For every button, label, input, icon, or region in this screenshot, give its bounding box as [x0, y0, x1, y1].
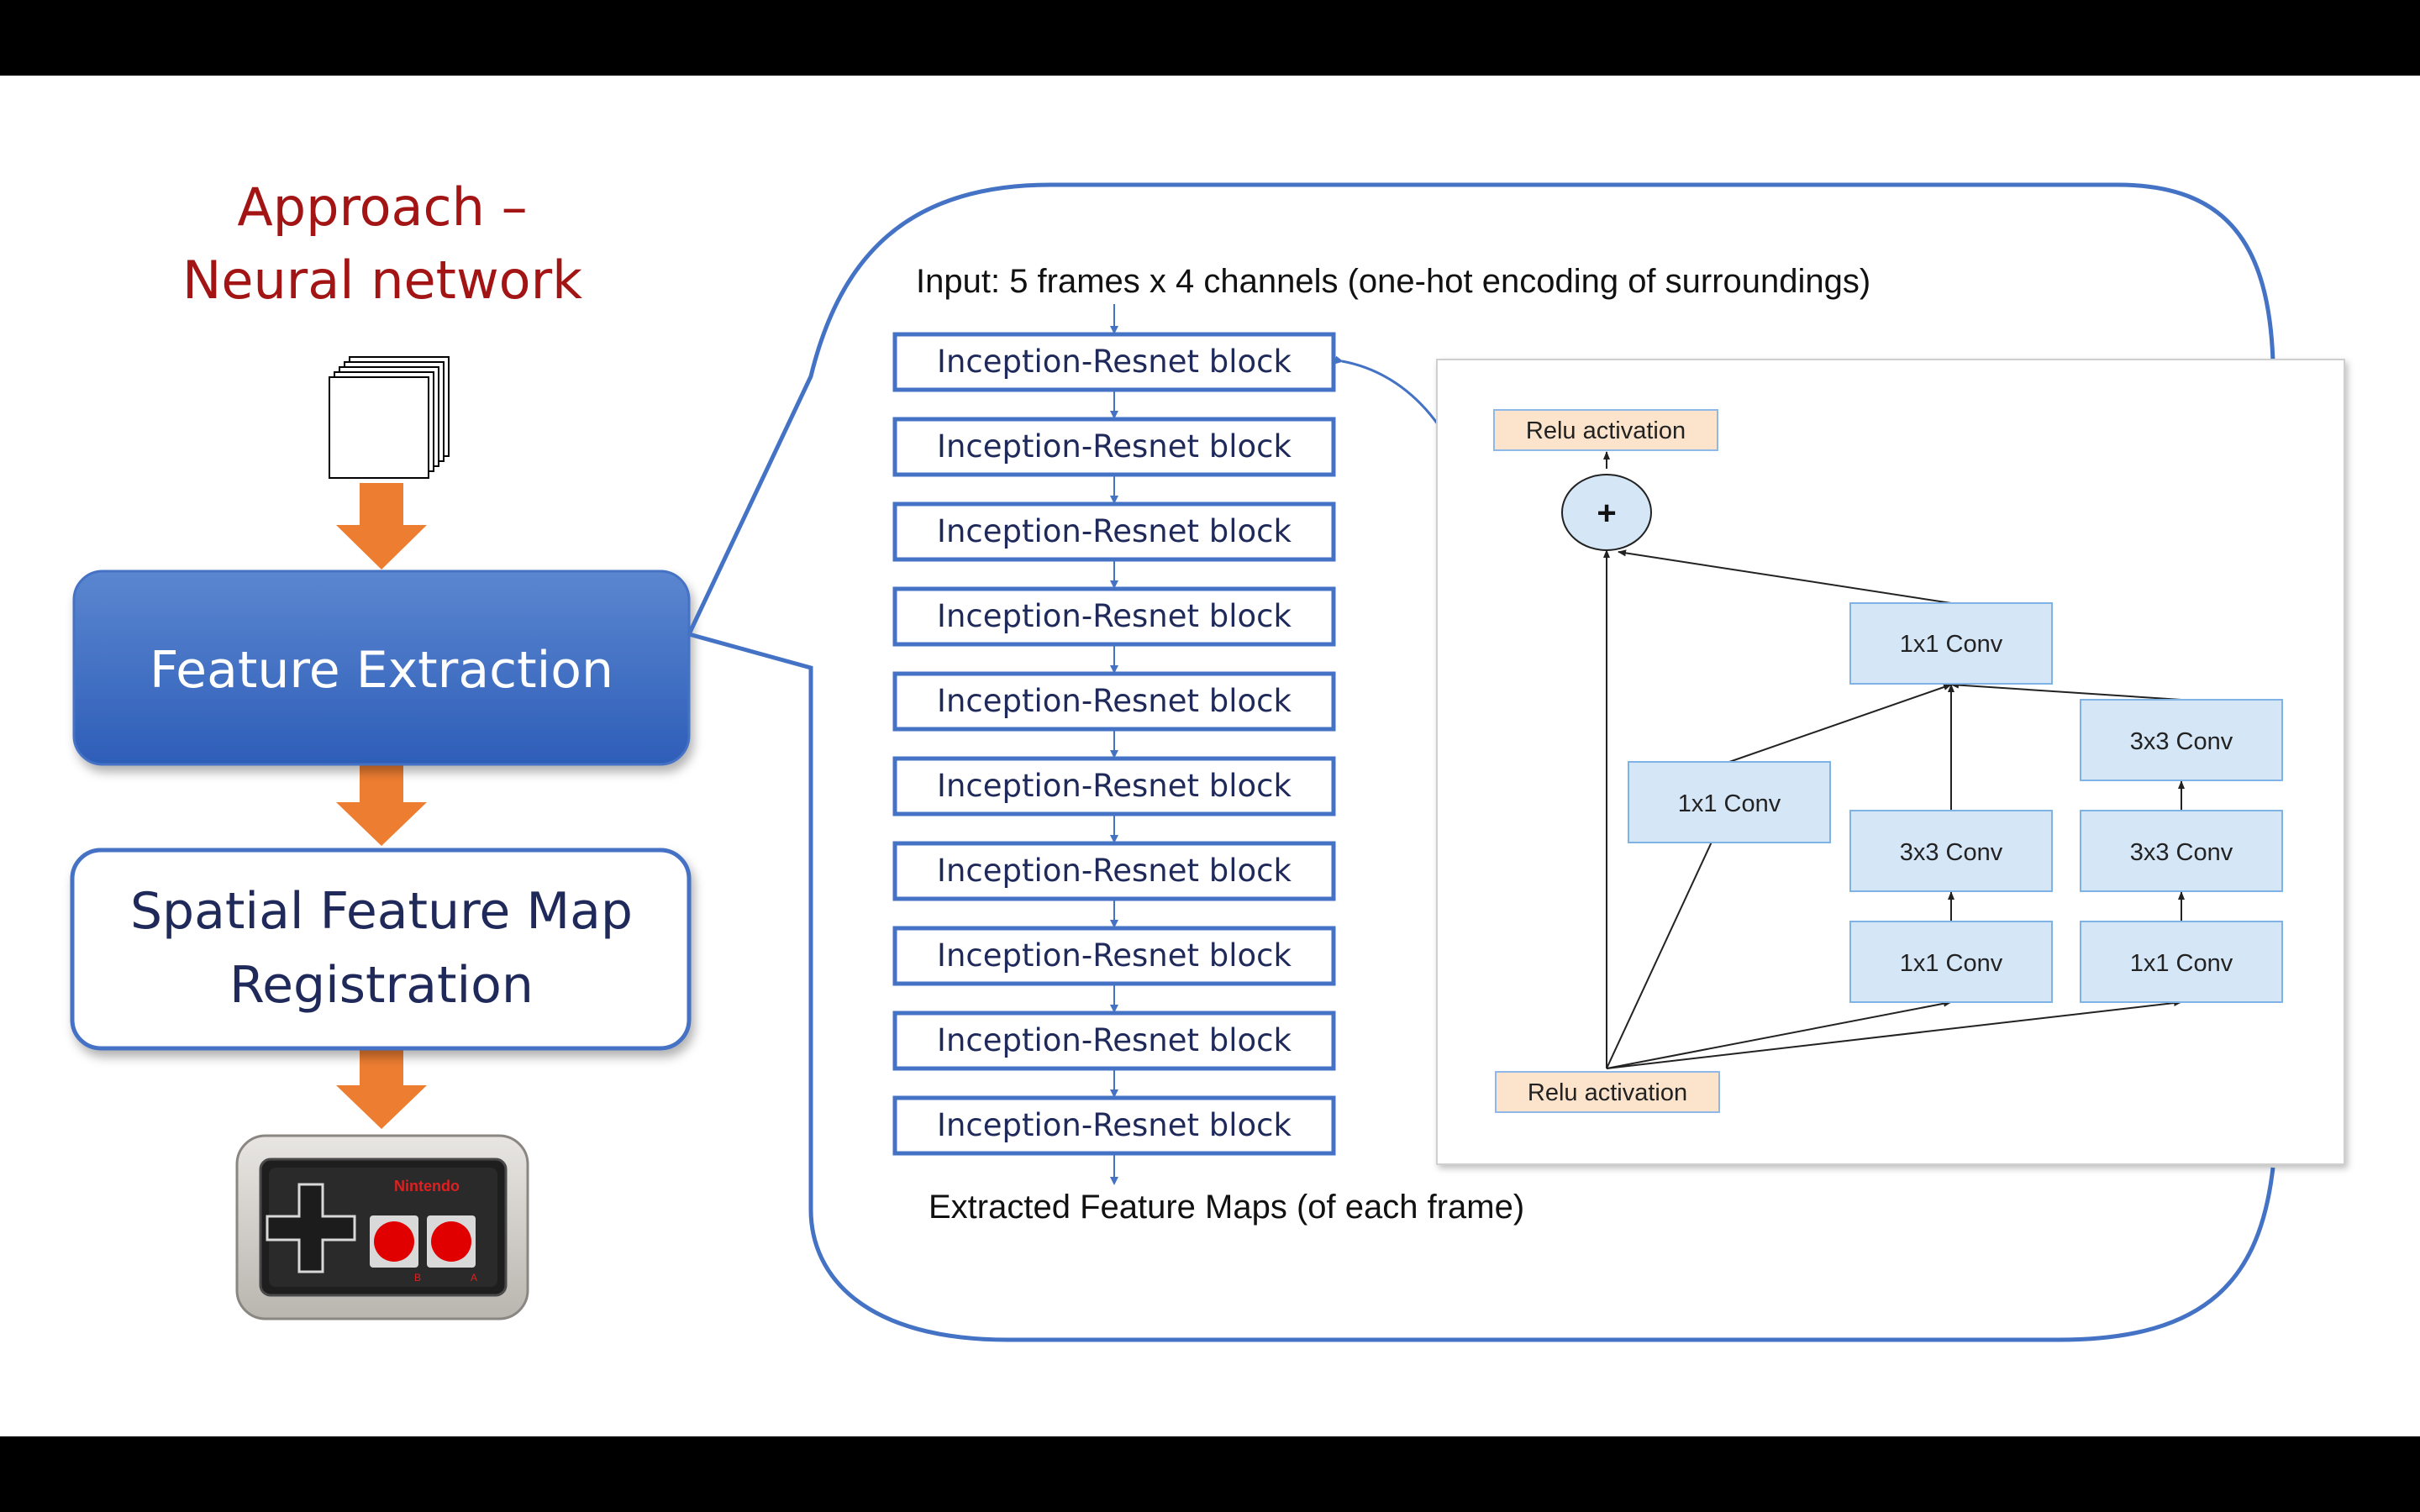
stacked-frames-icon: [329, 356, 450, 479]
conv-branch1-1x1: 1x1 Conv: [1678, 790, 1781, 817]
inception-resnet-block-label: Inception-Resnet block: [937, 683, 1292, 719]
conv-branch2-1x1: 1x1 Conv: [1900, 950, 2003, 977]
controller-brand: Nintendo: [394, 1178, 460, 1194]
inception-resnet-block: [892, 332, 1336, 392]
registration-label-line1: Spatial Feature Map: [130, 882, 633, 941]
b-button-label: B: [414, 1272, 421, 1284]
flow-arrow-2: [336, 764, 427, 846]
slide-title-line1: Approach –: [237, 176, 527, 238]
feature-extraction-box: Feature Extraction: [72, 570, 691, 766]
inception-resnet-block-label: Inception-Resnet block: [937, 853, 1292, 889]
inception-resnet-block: [892, 1011, 1336, 1071]
add-node: [1561, 474, 1652, 551]
a-button: [431, 1221, 471, 1262]
inception-resnet-block-label: Inception-Resnet block: [937, 1022, 1292, 1058]
b-button: [374, 1221, 414, 1262]
inception-resnet-block: [892, 756, 1336, 816]
module-connectors: [1603, 451, 2185, 1069]
callout-outline: [687, 182, 2275, 1342]
a-button-label: A: [471, 1272, 477, 1284]
flow-arrow-3: [336, 1050, 427, 1129]
inception-resnet-block-label: Inception-Resnet block: [937, 428, 1292, 465]
inception-resnet-block-label: Inception-Resnet block: [937, 1107, 1292, 1143]
input-label: Input: 5 frames x 4 channels (one-hot en…: [916, 263, 1870, 300]
inception-module-panel: Relu activation + 1x1 Conv 1x1 Conv 3x3 …: [1436, 359, 2345, 1165]
inception-resnet-block-label: Inception-Resnet block: [937, 598, 1292, 634]
conv-branch3-1x1: 1x1 Conv: [2130, 950, 2233, 977]
slide-title-line2: Neural network: [182, 249, 582, 311]
nes-controller-icon: Nintendo B A: [235, 1134, 529, 1320]
relu-activation-top: Relu activation: [1526, 417, 1686, 444]
relu-activation-bottom: Relu activation: [1528, 1079, 1687, 1106]
inception-resnet-block: [892, 1095, 1336, 1156]
registration-box: Spatial Feature Map Registration: [70, 848, 692, 1051]
inception-resnet-block-label: Inception-Resnet block: [937, 768, 1292, 804]
conv-branch3-3x3-mid: 3x3 Conv: [2130, 839, 2233, 866]
inception-resnet-block: [892, 586, 1336, 647]
diagram-canvas: Approach – Neural network Feature Extrac…: [70, 176, 2345, 1342]
conv-top-1x1: 1x1 Conv: [1900, 631, 2003, 658]
output-label: Extracted Feature Maps (of each frame): [929, 1189, 1524, 1226]
conv-branch3-3x3-top: 3x3 Conv: [2130, 728, 2233, 755]
feature-extraction-label: Feature Extraction: [150, 641, 613, 700]
registration-label-line2: Registration: [229, 956, 534, 1015]
inception-resnet-block-label: Inception-Resnet block: [937, 513, 1292, 549]
flow-arrow-1: [336, 483, 427, 570]
dpad-icon: [266, 1183, 356, 1273]
inception-resnet-block-label: Inception-Resnet block: [937, 344, 1292, 380]
slide: Approach – Neural network Feature Extrac…: [0, 76, 2420, 1436]
conv-branch2-3x3: 3x3 Conv: [1900, 839, 2003, 866]
inception-resnet-block-label: Inception-Resnet block: [937, 937, 1292, 974]
inception-resnet-block: [892, 841, 1336, 901]
add-symbol: +: [1597, 495, 1616, 532]
